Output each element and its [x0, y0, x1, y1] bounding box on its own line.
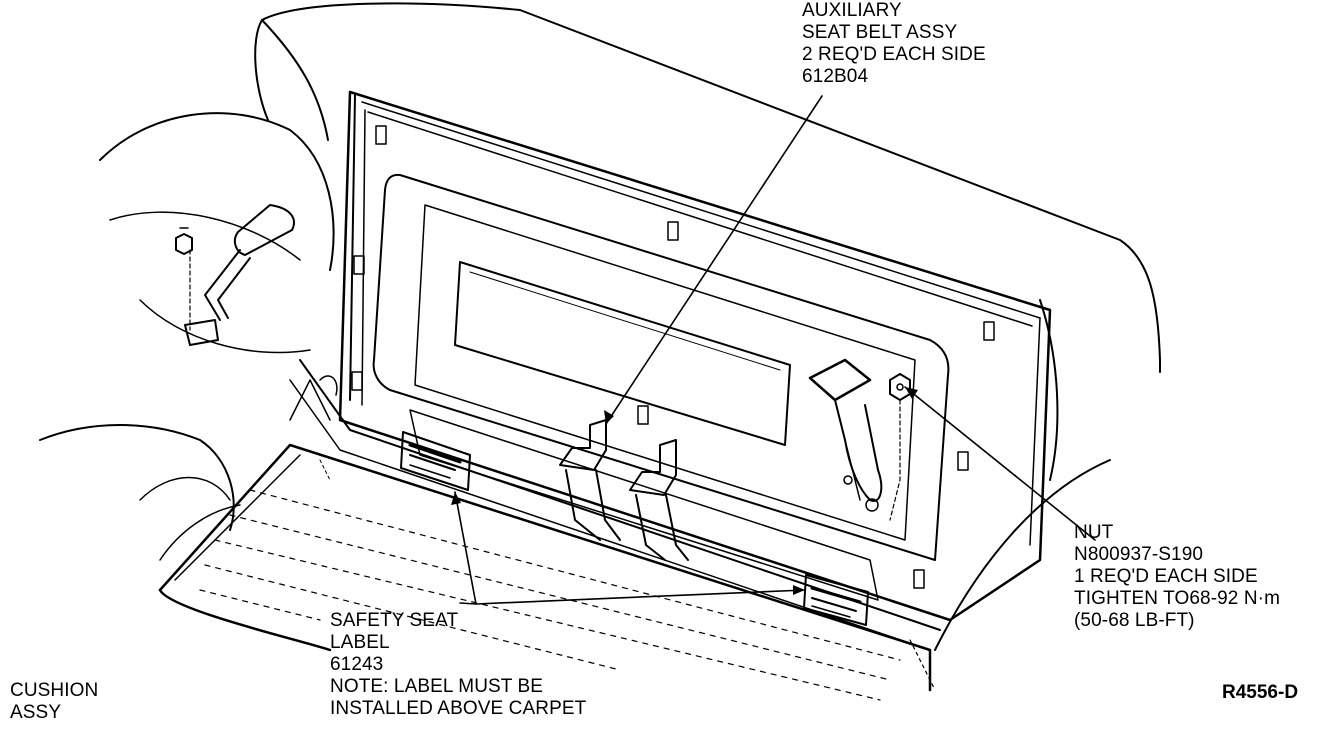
safety-seat-label-callout: SAFETY SEAT LABEL 61243 NOTE: LABEL MUST…: [330, 610, 586, 720]
callout-line: INSTALLED ABOVE CARPET: [330, 698, 587, 719]
leader-aux-belt: [605, 95, 823, 425]
leader-lines: [454, 95, 1096, 605]
right-body-contour: [934, 459, 1111, 651]
callout-line: NUT: [1074, 522, 1114, 543]
seat-back-shell: [254, 2, 1161, 481]
callout-line: CUSHION: [10, 680, 99, 701]
leader-nut: [904, 386, 1096, 541]
callout-line: SEAT BELT ASSY: [802, 22, 958, 43]
callout-line: LABEL: [330, 632, 390, 653]
left-nut: [175, 227, 193, 255]
leader-arrowheads: [451, 387, 918, 595]
callout-line: 612B04: [802, 66, 869, 87]
callout-line: NOTE: LABEL MUST BE: [330, 676, 544, 697]
right-buckle: [808, 358, 883, 512]
left-seat-belt: [184, 204, 295, 346]
carpet-floor: [158, 443, 936, 701]
auxiliary-seat-belt-callout: AUXILIARY SEAT BELT ASSY 2 REQ'D EACH SI…: [802, 0, 986, 88]
nut-callout: NUT N800937-S190 1 REQ'D EACH SIDE TIGHT…: [1074, 522, 1280, 632]
hinge-frame: [289, 359, 941, 651]
safety-seat-label-left: [400, 431, 471, 491]
leader-label-left: [454, 491, 477, 605]
callout-line: 61243: [330, 654, 384, 675]
figure-reference-code: R4556-D: [1222, 682, 1299, 703]
callout-line: 2 REQ'D EACH SIDE: [802, 44, 986, 65]
safety-seat-label-right: [803, 574, 869, 626]
seat-back-frame: [338, 90, 1052, 622]
auxiliary-belt-anchors: [559, 419, 689, 561]
callout-line: AUXILIARY: [802, 0, 902, 21]
callout-line: 1 REQ'D EACH SIDE: [1074, 566, 1258, 587]
callout-line: ASSY: [10, 702, 62, 723]
callout-line: TIGHTEN TO68-92 N·m: [1074, 588, 1281, 609]
callout-line: SAFETY SEAT: [330, 610, 459, 631]
callout-line: N800937-S190: [1074, 544, 1204, 565]
leader-label-right: [459, 589, 806, 605]
cushion-assy-callout: CUSHION ASSY: [10, 680, 98, 724]
callout-line: (50-68 LB-FT): [1074, 610, 1195, 631]
left-body-contours: [39, 112, 335, 561]
